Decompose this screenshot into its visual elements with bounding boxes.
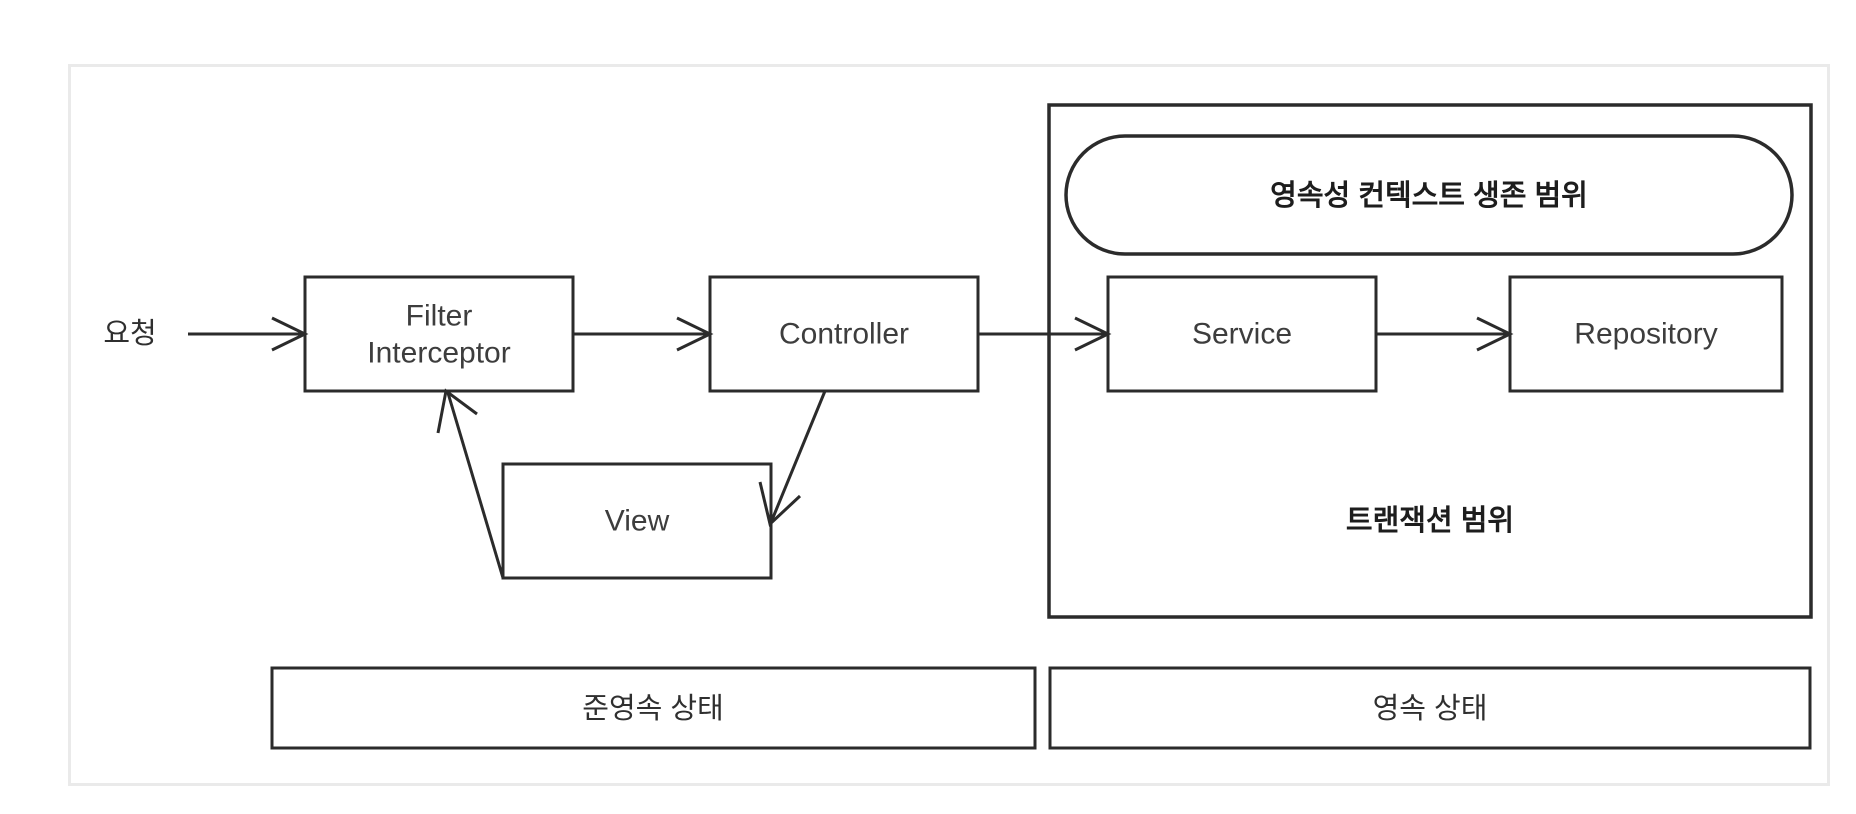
node-filter-interceptor <box>303 275 575 393</box>
node-label-controller: Controller <box>778 317 910 351</box>
persistence-context-pill-label: 영속성 컨텍스트 생존 범위 <box>1270 179 1588 212</box>
state-bar-label-quasi-persistent: 준영속 상태 <box>582 692 724 725</box>
node-label-filter-line2: Interceptor <box>367 336 511 370</box>
state-bar-label-persistent: 영속 상태 <box>1372 692 1488 725</box>
node-view <box>501 462 773 580</box>
edge-view-to-filter <box>436 388 505 579</box>
edge-controller-to-view <box>758 390 827 527</box>
node-label-repository: Repository <box>1574 317 1718 351</box>
transaction-scope-box <box>1047 103 1813 619</box>
node-service <box>1106 275 1378 393</box>
node-controller <box>708 275 980 393</box>
transaction-scope-label: 트랜잭션 범위 <box>1345 504 1515 537</box>
state-bar-quasi-persistent <box>270 666 1037 750</box>
edge-filter-to-controller <box>573 316 714 352</box>
edge-controller-to-service <box>978 316 1112 352</box>
node-label-filter-line1: Filter <box>405 299 473 333</box>
persistence-context-pill <box>1064 134 1794 256</box>
request-label: 요청 <box>103 317 157 350</box>
edge-request-to-filter <box>188 316 309 352</box>
node-label-service: Service <box>1191 317 1293 351</box>
edge-service-to-repository <box>1376 316 1514 352</box>
state-bar-persistent <box>1048 666 1812 750</box>
node-label-view: View <box>604 504 670 538</box>
